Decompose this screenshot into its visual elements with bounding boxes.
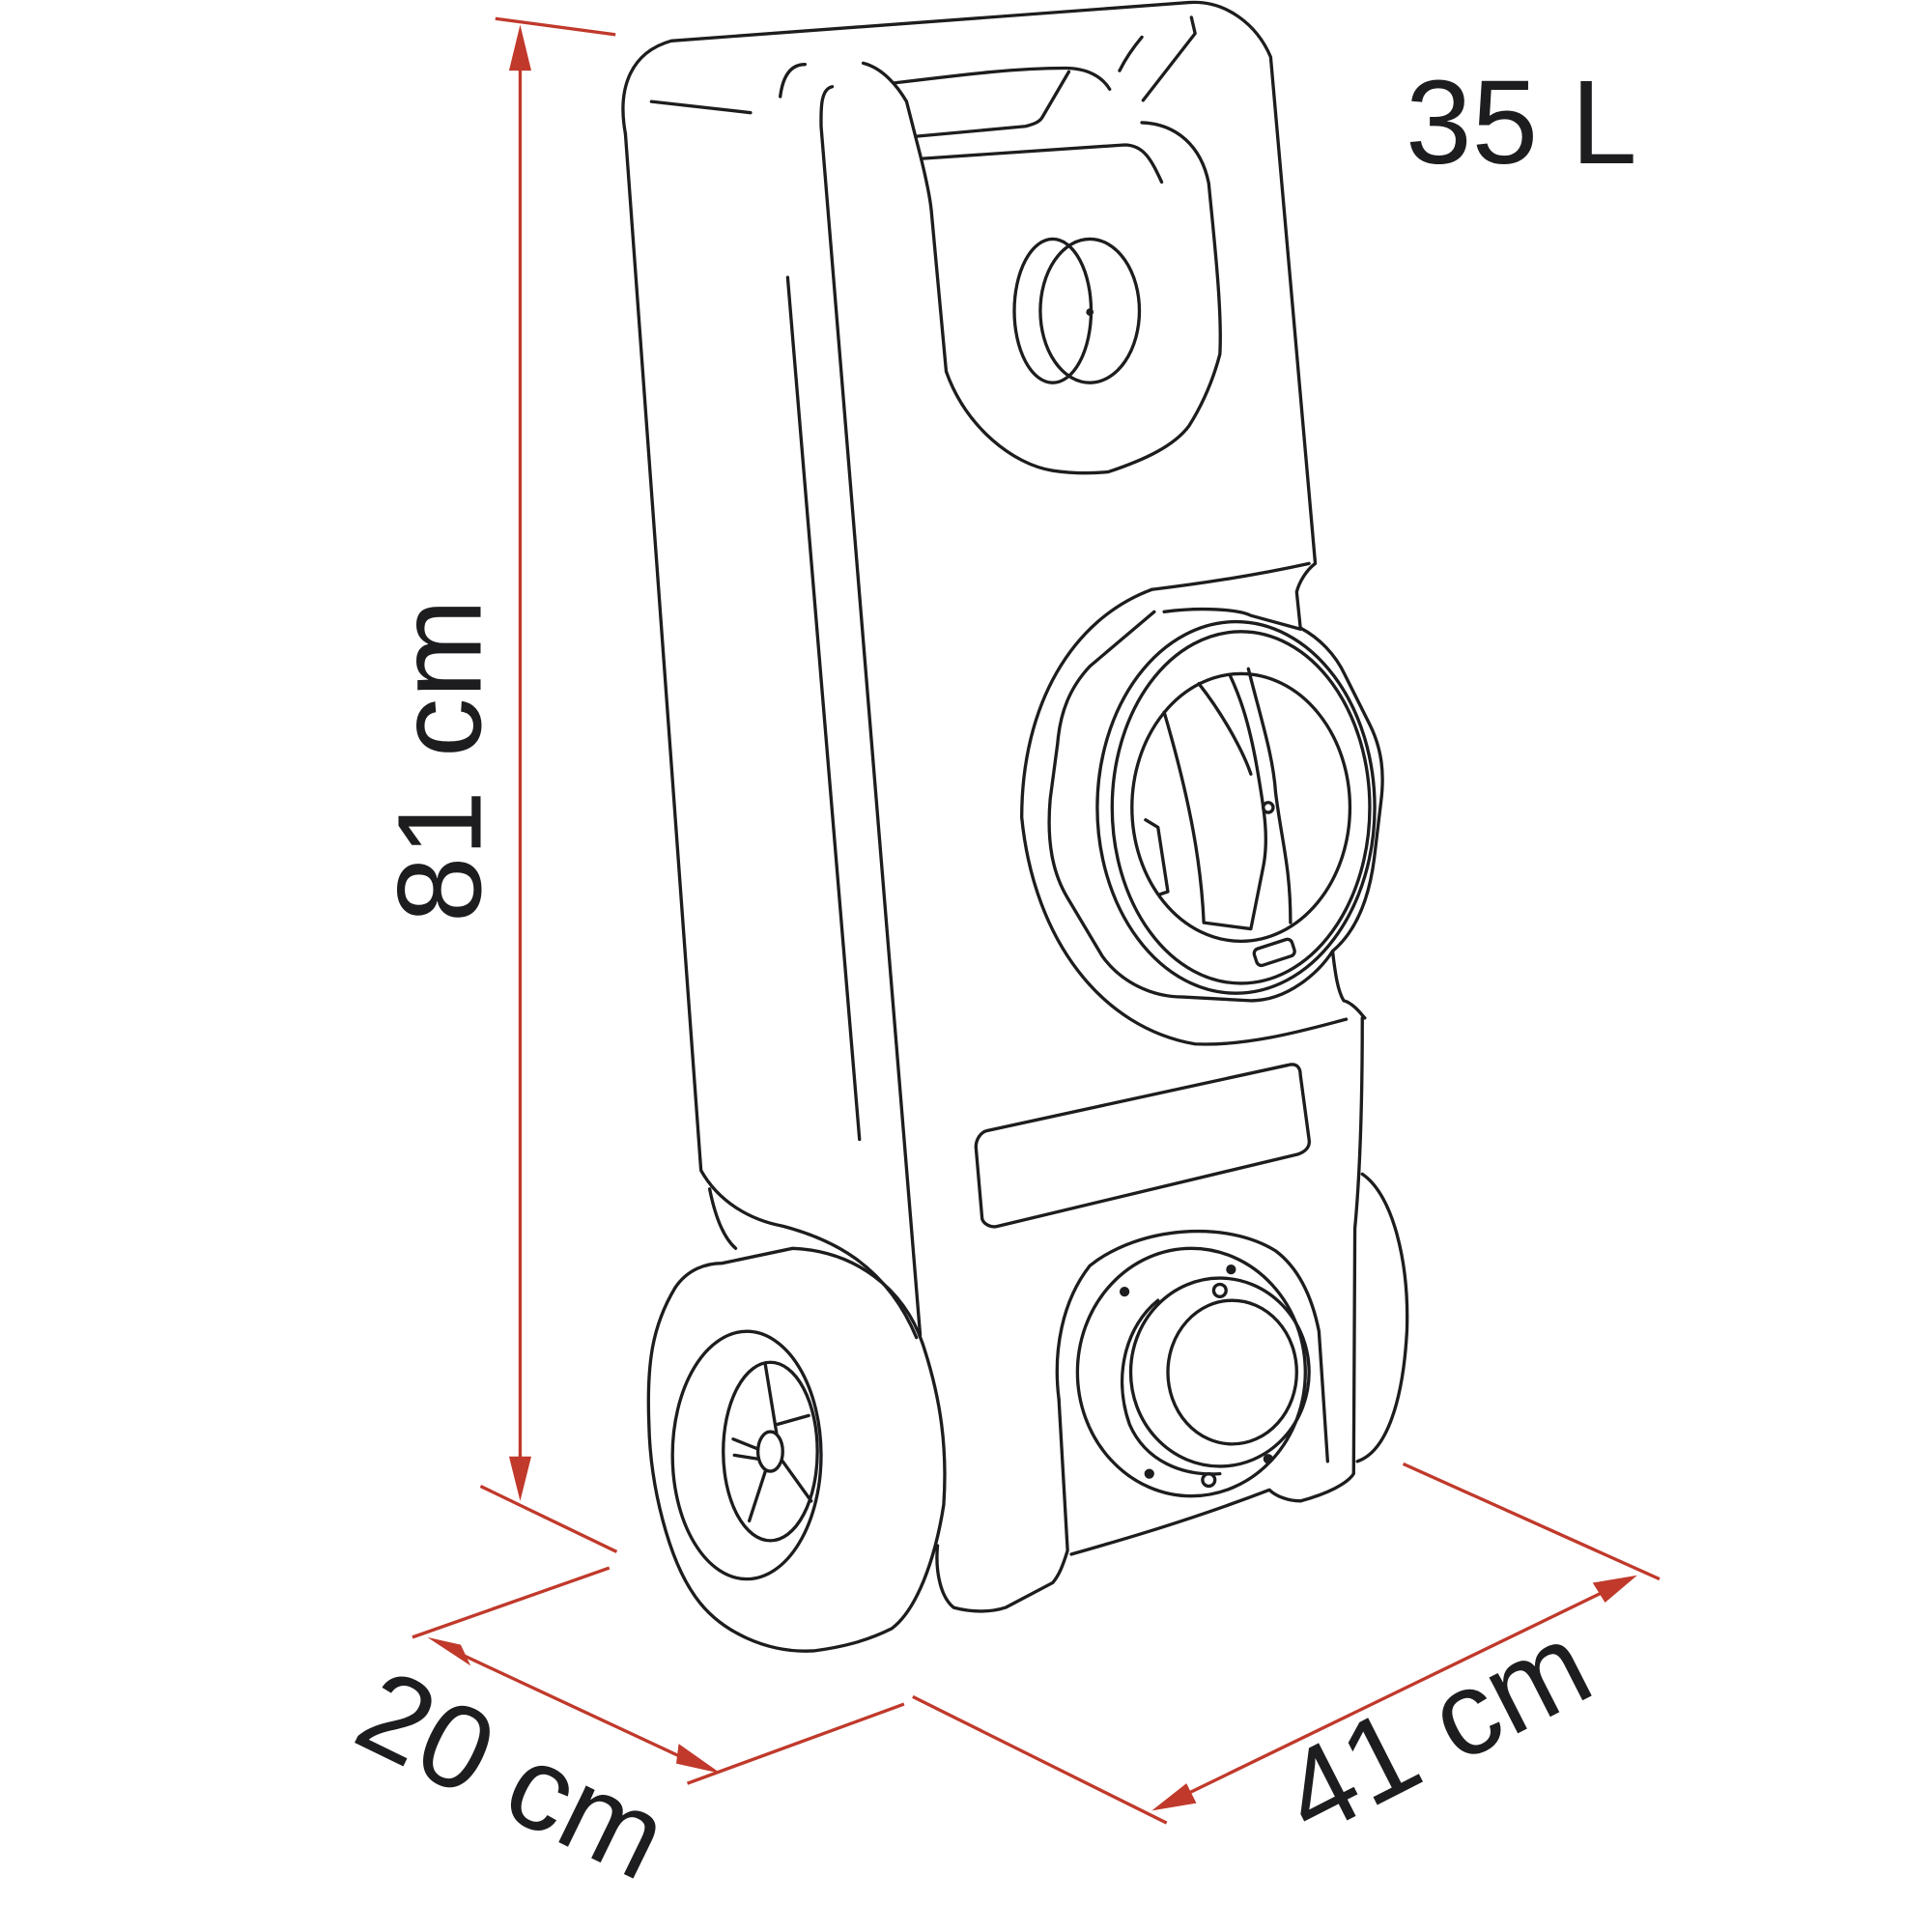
depth-label: 20 cm: [338, 1644, 687, 1905]
dimension-lines: [412, 16, 1661, 1825]
width-label: 41 cm: [1262, 1598, 1610, 1862]
capacity-label: 35 L: [1406, 57, 1637, 189]
wheel: [646, 1187, 947, 1653]
height-label: 81 cm: [374, 599, 506, 923]
tank-body: [621, 0, 1409, 1613]
